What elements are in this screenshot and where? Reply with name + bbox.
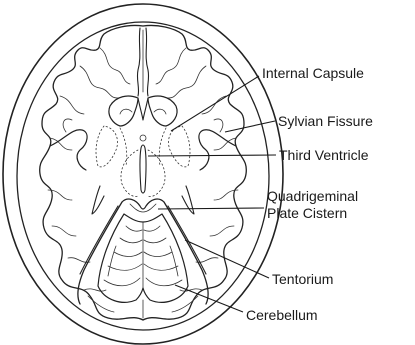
cerebellum-shape — [98, 214, 188, 302]
label-quadrigeminal-line1: Quadrigeminal — [267, 188, 358, 204]
lateral-ventricles — [109, 96, 177, 126]
sulci-right — [156, 48, 238, 291]
sulci-left — [48, 48, 130, 291]
label-internal-capsule: Internal Capsule — [262, 65, 364, 81]
label-tentorium: Tentorium — [272, 271, 333, 287]
leader-third-ventricle — [148, 155, 276, 156]
third-ventricle-shape — [140, 135, 146, 193]
label-cerebellum: Cerebellum — [246, 307, 318, 323]
leader-internal-capsule — [171, 76, 259, 131]
occipital-lobes — [88, 296, 198, 318]
occipital-horns — [92, 186, 194, 214]
labels: Internal Capsule Sylvian Fissure Third V… — [246, 65, 373, 323]
quadrigeminal-cistern — [122, 199, 164, 212]
lentiform-nuclei — [96, 126, 190, 167]
leader-quadrigeminal — [158, 208, 264, 209]
label-quadrigeminal-line2: Plate Cistern — [267, 205, 347, 221]
thalami — [121, 150, 165, 197]
label-third-ventricle: Third Ventricle — [279, 147, 369, 163]
leader-sylvian-fissure — [225, 121, 275, 132]
interhemispheric-fissure — [137, 28, 148, 96]
label-sylvian-fissure: Sylvian Fissure — [278, 113, 373, 129]
